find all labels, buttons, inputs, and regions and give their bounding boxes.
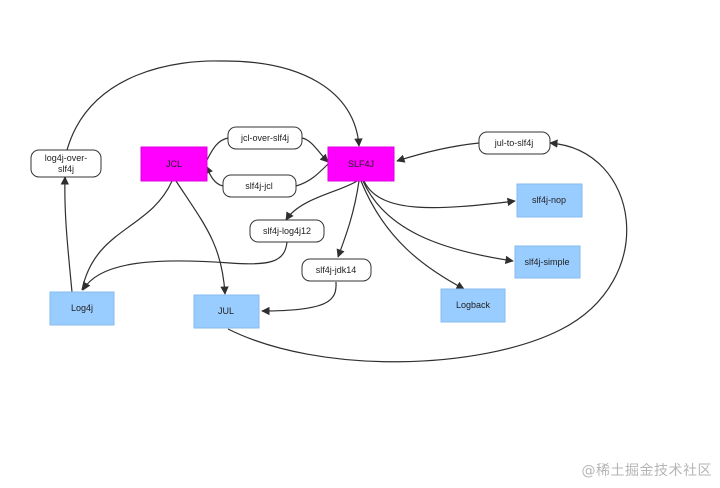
edge-log4j-to-log4j-over-slf4j [60, 176, 73, 293]
edge-slf4j-jdk14-to-jul [261, 281, 337, 316]
node-slf4j-log4j12-label: slf4j-log4j12 [263, 226, 311, 236]
node-slf4j-label: SLF4J [348, 159, 374, 169]
edge-jcl-to-jul [175, 180, 229, 295]
edge-jul-to-jul-to-slf4j [227, 139, 628, 363]
node-log4j-over-slf4j-label-line1: log4j-over- [45, 153, 88, 163]
node-log4j: Log4j [49, 291, 115, 326]
node-slf4j-simple-label: slf4j-simple [524, 257, 569, 267]
edge-slf4j-to-slf4j-log4j12 [285, 180, 358, 221]
edge-jul-to-slf4j-to-slf4j [396, 142, 480, 163]
edge-slf4j-to-slf4j-jcl [295, 163, 329, 187]
node-slf4j-log4j12: slf4j-log4j12 [249, 219, 325, 243]
node-jcl-over-slf4j-label: jcl-over-slf4j [240, 133, 289, 143]
node-slf4j-jcl: slf4j-jcl [222, 174, 297, 198]
edge-jcl-to-jcl-over-slf4j [206, 137, 229, 161]
node-jcl-label: JCL [166, 159, 182, 169]
edge-slf4j-log4j12-to-log4j [82, 241, 288, 291]
node-log4j-over-slf4j: log4j-over- slf4j [30, 149, 102, 178]
node-log4j-over-slf4j-label-line2: slf4j [58, 164, 74, 174]
node-slf4j-jcl-label: slf4j-jcl [245, 181, 273, 191]
edge-jcl-to-log4j [81, 180, 173, 291]
edge-slf4j-jcl-to-jcl [205, 165, 224, 187]
node-log4j-label: Log4j [71, 303, 93, 313]
node-jul: JUL [193, 294, 260, 329]
edge-slf4j-to-logback [360, 180, 465, 290]
edge-slf4j-to-slf4j-nop [363, 180, 516, 209]
watermark: @稀土掘金技术社区 [581, 463, 712, 479]
node-slf4j: SLF4J [327, 146, 395, 182]
node-logback: Logback [440, 288, 506, 323]
edge-slf4j-to-slf4j-jdk14 [336, 180, 360, 258]
node-jcl-over-slf4j: jcl-over-slf4j [227, 126, 303, 150]
node-slf4j-nop-label: slf4j-nop [532, 195, 566, 205]
node-slf4j-jdk14: slf4j-jdk14 [301, 258, 372, 282]
node-jul-to-slf4j-label: jul-to-slf4j [494, 138, 534, 148]
node-slf4j-simple: slf4j-simple [514, 245, 581, 279]
edge-slf4j-to-slf4j-simple [362, 180, 514, 265]
node-slf4j-jdk14-label: slf4j-jdk14 [316, 265, 357, 275]
node-jul-to-slf4j: jul-to-slf4j [478, 131, 551, 155]
node-jcl: JCL [140, 146, 208, 182]
node-logback-label: Logback [456, 300, 491, 310]
edge-jcl-over-slf4j-to-slf4j [301, 137, 329, 163]
node-jul-label: JUL [218, 306, 234, 316]
edge-log4j-over-slf4j-to-slf4j [66, 60, 363, 151]
node-slf4j-nop: slf4j-nop [516, 183, 583, 218]
edges [60, 60, 628, 363]
